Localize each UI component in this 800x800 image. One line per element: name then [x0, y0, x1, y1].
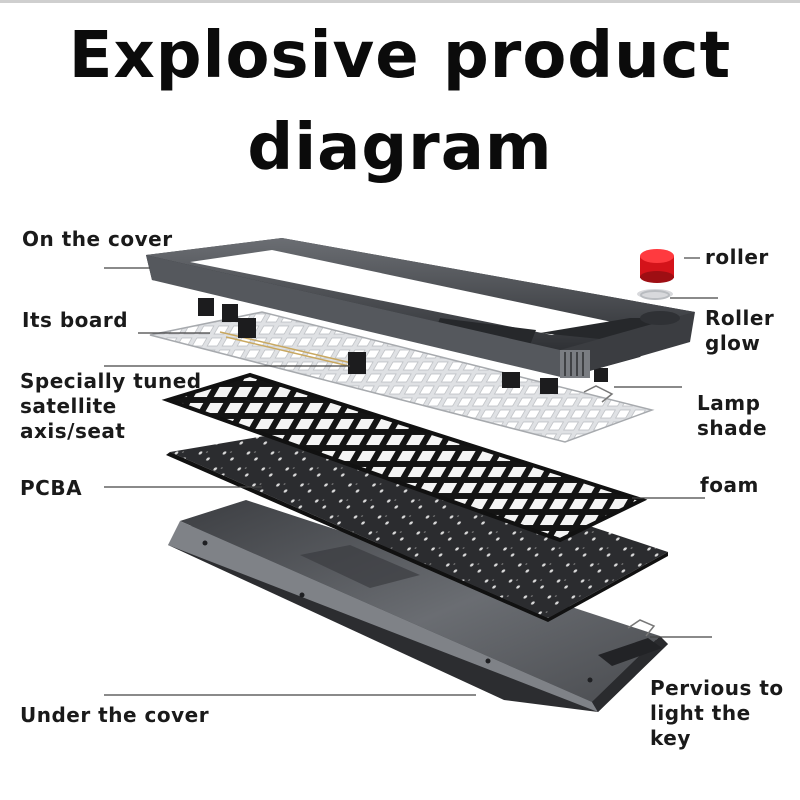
label-satellite-line-1: Specially tuned — [20, 369, 202, 393]
top-cover-frame — [146, 238, 695, 378]
label-bottom-cover: Under the cover — [20, 703, 210, 727]
foam-layer — [161, 372, 648, 543]
top-border-line — [0, 0, 800, 3]
label-board: Its board — [22, 308, 129, 332]
page-title-line-2: diagram — [247, 111, 553, 185]
label-top-cover: On the cover — [22, 227, 173, 251]
label-pervious-line-2: light the — [650, 701, 751, 725]
label-roller: roller — [705, 245, 769, 269]
label-satellite-line-2: satellite — [20, 394, 117, 418]
label-roller-glow-line-2: glow — [705, 331, 761, 355]
label-lamp-shade-line-2: shade — [697, 416, 768, 440]
page-title-line-1: Explosive product — [68, 19, 732, 93]
light-pipe — [627, 619, 656, 637]
pcba-board — [166, 430, 668, 622]
label-lamp-shade-line-1: Lamp — [697, 391, 761, 415]
label-foam: foam — [700, 473, 759, 497]
lamp-shade — [583, 385, 614, 403]
label-pervious-line-1: Pervious to — [650, 676, 784, 700]
label-pervious-line-3: key — [650, 726, 691, 750]
label-satellite-line-3: axis/seat — [20, 419, 126, 443]
label-pcba: PCBA — [20, 476, 83, 500]
label-roller-glow-line-1: Roller — [705, 306, 775, 330]
roller-glow-ring — [640, 290, 670, 300]
satellite-stabilizers — [198, 298, 608, 394]
bottom-case — [168, 500, 668, 712]
leader-lines — [104, 257, 718, 696]
